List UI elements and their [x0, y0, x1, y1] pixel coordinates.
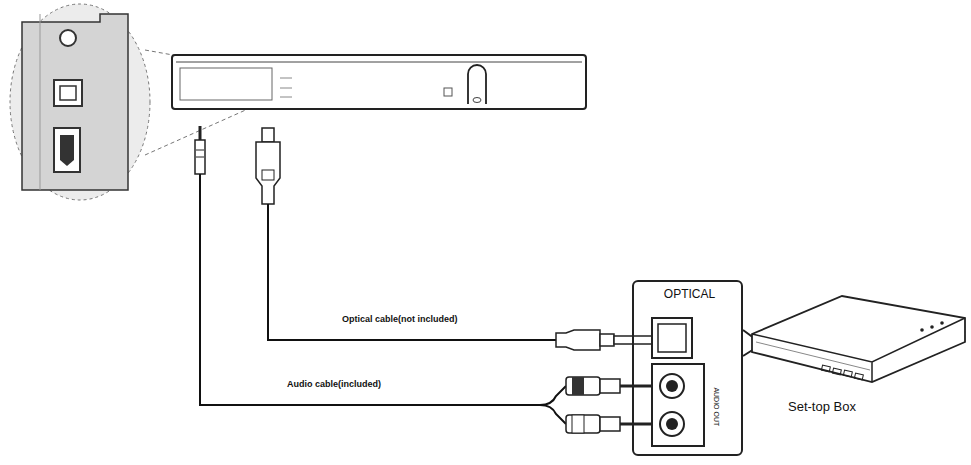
rca-plug-bottom: [566, 415, 660, 433]
optical-plug-tip: [262, 128, 274, 142]
rca-jack: [660, 374, 684, 398]
optical-jack-inner: [658, 324, 686, 352]
port-label: AUDIO OUT: [712, 388, 720, 427]
hdmi-port-inner: [60, 135, 74, 166]
jack-grip: [196, 150, 204, 157]
logo-mark: [444, 88, 452, 96]
soundbar-button: [468, 65, 486, 104]
aux-port: [60, 30, 76, 46]
device-label: Set-top Box: [752, 400, 892, 414]
rca-jack-center: [666, 380, 678, 392]
set-top-box-drawing: [752, 296, 965, 382]
soundbar-led: [473, 98, 481, 103]
hdmi-port: [54, 128, 80, 172]
set-top-box: Set-top Box: [752, 290, 966, 430]
jack-tip: [199, 126, 202, 140]
rca-jack-center: [666, 418, 678, 430]
connector-panel: OPTICAL AUDIO OUT: [632, 280, 743, 456]
audio-jack-plate: [652, 364, 704, 446]
rca-plug-top: [566, 377, 660, 395]
optical-port: [54, 80, 82, 106]
optical-plug-grip: [262, 170, 274, 180]
soundbar-edge: [176, 62, 582, 63]
jack-plug: [195, 140, 205, 174]
optical-cable: [268, 204, 556, 340]
cable-label: Audio cable(included): [285, 379, 383, 389]
rca-jack: [660, 412, 684, 436]
optical-port-inner: [60, 86, 76, 100]
panel-edge: [40, 14, 41, 190]
zoom-circle: [10, 4, 150, 200]
optical-plug: [256, 142, 280, 204]
soundbar: [172, 55, 586, 109]
optical-jack: [652, 318, 692, 358]
port-marks: [280, 78, 292, 97]
audio-cable: [200, 174, 566, 424]
device-side-panel: [22, 14, 128, 190]
soundbar-port-area: [180, 68, 272, 100]
cable-label: Optical cable(not included): [340, 314, 460, 324]
optical-plug-end-body: [600, 334, 614, 346]
optical-plug-end: [556, 330, 600, 350]
port-label: OPTICAL: [634, 288, 745, 301]
